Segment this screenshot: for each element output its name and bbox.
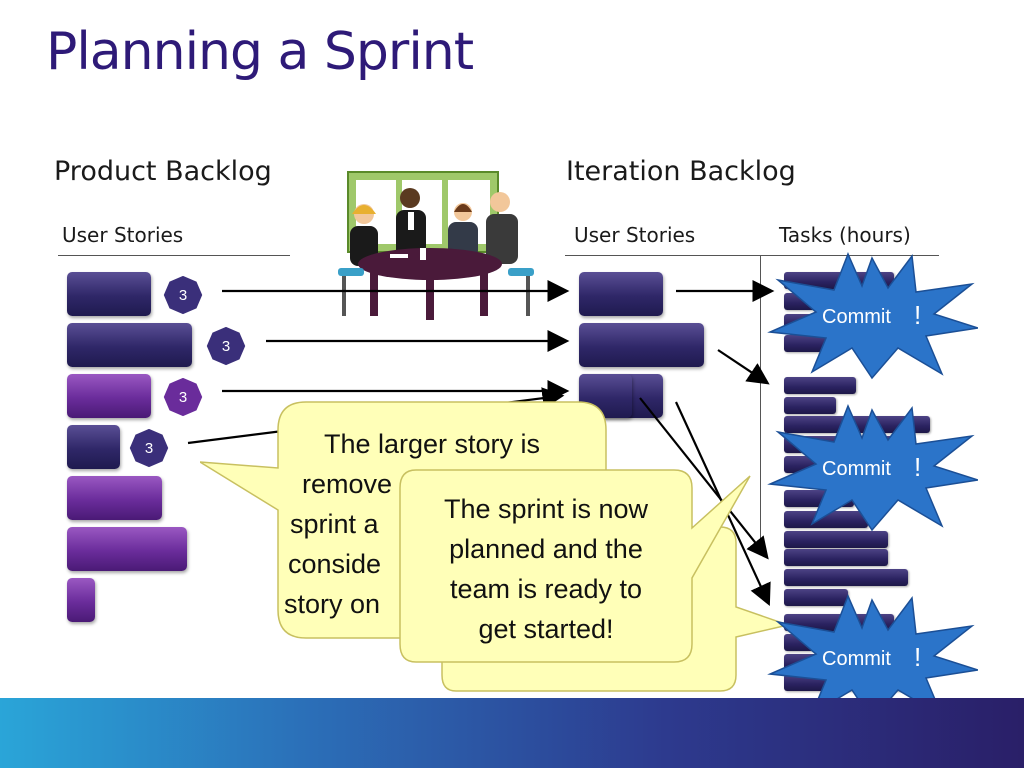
pb-story-3[interactable] [67,374,151,418]
commit-starburst-1: Commit ! [767,252,978,380]
slide-title: Planning a Sprint [46,22,474,82]
tasks-label: Tasks (hours) [779,223,911,247]
task-bar [784,397,836,414]
task-bar [784,531,888,548]
pb-story-5[interactable] [67,476,162,520]
svg-text:Commit: Commit [822,306,891,328]
arrow-task-3 [639,397,769,560]
pb-story-2[interactable] [67,323,192,367]
ib-header-rule [565,255,939,256]
svg-text:Commit: Commit [822,648,891,670]
product-backlog-heading: Product Backlog [54,156,272,187]
svg-text:3: 3 [179,287,187,304]
arrow-task-2 [717,349,770,385]
svg-text:3: 3 [145,440,153,457]
estimate-badge-3: 3 [162,376,204,418]
svg-text:!: ! [914,642,921,672]
callout-1-text: The larger story is remove sprint a cons… [284,429,541,619]
ib-user-stories-label: User Stories [574,223,696,247]
svg-text:3: 3 [179,389,187,406]
commit-starburst-2: Commit ! [767,404,978,532]
team-meeting-icon [338,171,534,320]
ib-story-2[interactable] [579,323,704,367]
ib-story-1[interactable] [579,272,663,316]
pb-user-stories-label: User Stories [62,223,184,247]
task-bar [784,511,868,528]
svg-text:3: 3 [222,338,230,355]
pb-story-6[interactable] [67,527,187,571]
task-bar [784,569,908,586]
task-bar [784,549,888,566]
estimate-badge-2: 3 [205,325,247,367]
svg-text:!: ! [914,300,921,330]
pb-story-4[interactable] [67,425,120,469]
iteration-backlog-heading: Iteration Backlog [566,156,796,187]
footer-band [0,698,1024,768]
ib-column-divider [760,255,761,555]
callout-2-shape [399,469,751,663]
pb-story-7[interactable] [67,578,95,622]
svg-text:!: ! [914,452,921,482]
task-bar [784,589,848,606]
task-bar [784,377,856,394]
svg-text:Commit: Commit [822,458,891,480]
estimate-badge-4: 3 [128,427,170,469]
callout-2-text: The sprint is now planned and the team i… [443,494,649,644]
pb-header-rule [58,255,290,256]
task-bar [784,416,930,433]
pb-story-1[interactable] [67,272,151,316]
estimate-badge-1: 3 [162,274,204,316]
